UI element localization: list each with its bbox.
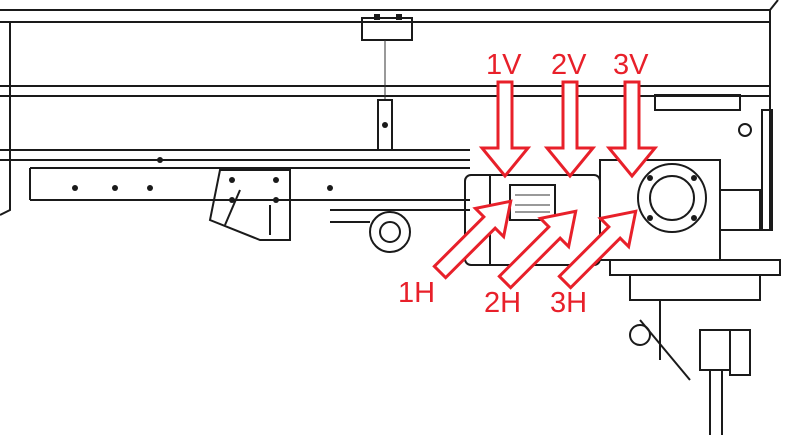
- label-2v: 2V: [551, 49, 587, 81]
- arrow-1v: [478, 80, 532, 179]
- pulley: [330, 209, 470, 253]
- label-1v: 1V: [486, 49, 522, 81]
- arrow-3v: [605, 80, 659, 179]
- gearbox: [599, 159, 781, 301]
- arrow-3h: [557, 209, 638, 290]
- arrow-2v: [543, 80, 597, 179]
- arrow-1h: [432, 199, 513, 280]
- label-1h: 1H: [398, 277, 435, 309]
- rail-bolts: [72, 157, 333, 191]
- label-3v: 3V: [613, 49, 649, 81]
- hanger-bracket: [361, 14, 413, 151]
- arrow-2h: [497, 209, 578, 290]
- frame-beam: [0, 0, 779, 230]
- label-3h: 3H: [550, 287, 587, 319]
- label-2h: 2H: [484, 287, 521, 319]
- right-linkage: [629, 94, 773, 435]
- left-bracket: [208, 169, 291, 241]
